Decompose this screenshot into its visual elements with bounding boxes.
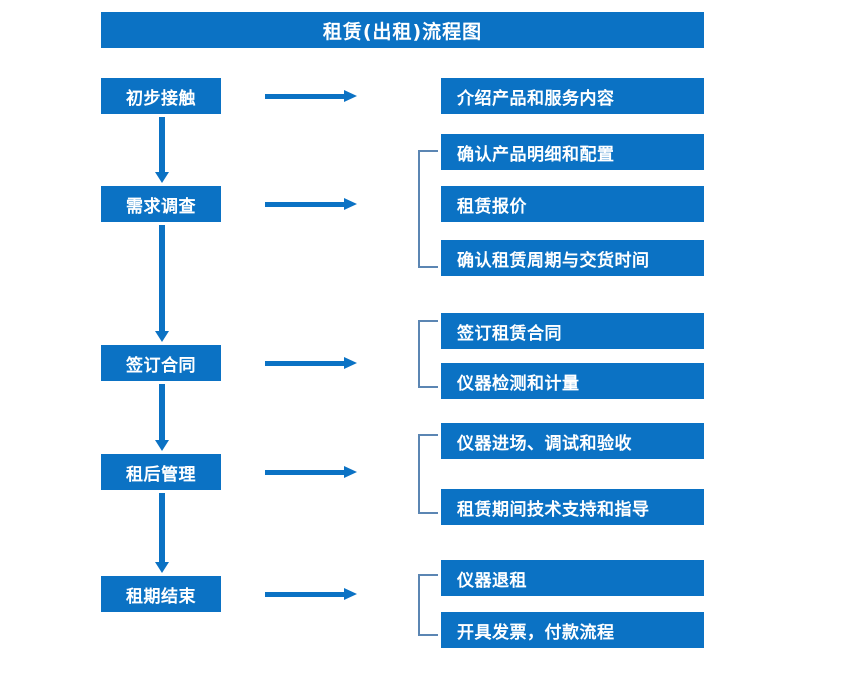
arrow-head-down-icon <box>155 562 169 573</box>
arrow-stage-2-to-details <box>265 196 357 212</box>
detail-box-instrument-testing: 仪器检测和计量 <box>441 363 704 399</box>
detail-box-instrument-return: 仪器退租 <box>441 560 704 596</box>
bracket-endrent-group <box>418 574 438 636</box>
detail-box-confirm-period: 确认租赁周期与交货时间 <box>441 240 704 276</box>
detail-box-instrument-install: 仪器进场、调试和验收 <box>441 423 704 459</box>
page-title: 租赁(出租)流程图 <box>101 12 704 48</box>
arrow-stage-1-to-2 <box>155 117 169 183</box>
arrow-stage-4-to-details <box>265 464 357 480</box>
stage-box-sign-contract: 签订合同 <box>101 345 221 381</box>
stage-box-post-rent-manage: 租后管理 <box>101 454 221 490</box>
arrow-head-right-icon <box>344 466 357 478</box>
arrow-stage-3-to-details <box>265 355 357 371</box>
bracket-demand-group <box>418 150 438 268</box>
arrow-shaft <box>265 94 345 99</box>
arrow-stage-5-to-details <box>265 586 357 602</box>
bracket-contract-group <box>418 320 438 388</box>
bracket-postrent-group <box>418 434 438 514</box>
arrow-shaft <box>265 470 345 475</box>
detail-box-sign-rental-contract: 签订租赁合同 <box>441 313 704 349</box>
arrow-head-right-icon <box>344 357 357 369</box>
stage-box-demand-survey: 需求调查 <box>101 186 221 222</box>
arrow-shaft <box>265 361 345 366</box>
arrow-shaft <box>265 202 345 207</box>
detail-box-rental-quote: 租赁报价 <box>441 186 704 222</box>
arrow-head-down-icon <box>155 440 169 451</box>
arrow-head-down-icon <box>155 172 169 183</box>
arrow-head-down-icon <box>155 331 169 342</box>
detail-box-invoice-payment: 开具发票，付款流程 <box>441 612 704 648</box>
arrow-shaft <box>265 592 345 597</box>
arrow-head-right-icon <box>344 90 357 102</box>
detail-box-introduce-products: 介绍产品和服务内容 <box>441 78 704 114</box>
arrow-stage-1-to-details <box>265 88 357 104</box>
detail-box-technical-support: 租赁期间技术支持和指导 <box>441 489 704 525</box>
detail-box-confirm-spec: 确认产品明细和配置 <box>441 134 704 170</box>
arrow-stage-2-to-3 <box>155 225 169 342</box>
arrow-shaft <box>159 384 165 440</box>
arrow-shaft <box>159 225 165 331</box>
arrow-stage-4-to-5 <box>155 493 169 573</box>
arrow-head-right-icon <box>344 588 357 600</box>
stage-box-rent-period-end: 租期结束 <box>101 576 221 612</box>
arrow-stage-3-to-4 <box>155 384 169 451</box>
arrow-shaft <box>159 493 165 562</box>
arrow-shaft <box>159 117 165 172</box>
arrow-head-right-icon <box>344 198 357 210</box>
stage-box-initial-contact: 初步接触 <box>101 78 221 114</box>
